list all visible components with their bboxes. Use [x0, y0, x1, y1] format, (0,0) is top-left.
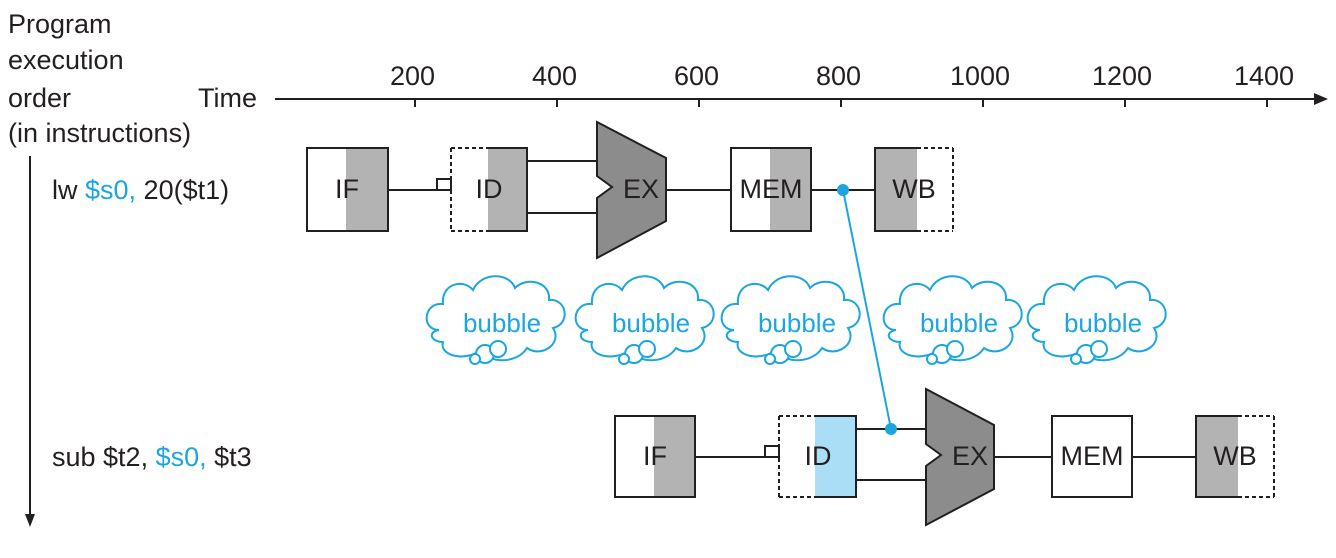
- sub-wb-label: WB: [1213, 441, 1257, 471]
- sub-id-label: ID: [804, 441, 832, 471]
- program-order-arrow: [25, 156, 35, 527]
- lw-if-stage: [306, 147, 389, 232]
- lw-ex-alu: [596, 120, 667, 260]
- instruction-lw-args: 20($t1): [136, 175, 230, 205]
- sub-ex-alu: [925, 387, 995, 527]
- tick-label-1200: 1200: [1092, 61, 1153, 91]
- tick-label-800: 800: [816, 61, 862, 91]
- bubble-label-5: bubble: [1063, 308, 1143, 338]
- sub-if-stage: [614, 415, 696, 498]
- bubble-label-4: bubble: [919, 308, 999, 338]
- tick-label-1400: 1400: [1234, 61, 1295, 91]
- lw-id-label: ID: [475, 174, 503, 204]
- sub-mem-stage: [1051, 415, 1133, 498]
- lw-wb-label: WB: [892, 174, 936, 204]
- instruction-lw-op: lw: [52, 175, 85, 205]
- tick-label-1000: 1000: [950, 61, 1011, 91]
- sub-pipeline: [614, 387, 1275, 527]
- lw-id-stage: [436, 147, 528, 232]
- forward-dest-dot: [885, 423, 897, 435]
- instruction-sub-op: sub $t2,: [52, 442, 156, 472]
- y-axis-label-4: (in instructions): [8, 118, 192, 148]
- instruction-sub-args: $t3: [206, 442, 252, 472]
- y-axis-label-2: execution: [8, 45, 124, 75]
- instruction-lw: lw $s0, 20($t1): [52, 172, 229, 208]
- instruction-lw-reg: $s0,: [85, 175, 137, 205]
- sub-id-stage: [764, 415, 857, 498]
- bubble-label-2: bubble: [611, 308, 691, 338]
- bubble-label-1: bubble: [462, 308, 542, 338]
- lw-wb-stage: [874, 147, 954, 232]
- forwarding-path: [837, 184, 897, 435]
- tick-label-400: 400: [532, 61, 578, 91]
- lw-ex-label: EX: [622, 174, 660, 204]
- forward-source-dot: [837, 184, 849, 196]
- lw-pipeline: [306, 120, 954, 260]
- y-axis-label-3: order: [8, 83, 72, 113]
- time-axis: [275, 93, 1328, 107]
- y-axis-label-1: Program: [8, 9, 112, 39]
- sub-ex-label: EX: [951, 441, 989, 471]
- instruction-sub: sub $t2, $s0, $t3: [52, 439, 252, 475]
- sub-wb-stage: [1195, 415, 1275, 498]
- lw-mem-stage: [730, 147, 812, 232]
- instruction-sub-reg: $s0,: [155, 442, 207, 472]
- lw-mem-label: MEM: [739, 174, 803, 204]
- sub-mem-label: MEM: [1060, 441, 1124, 471]
- tick-label-600: 600: [674, 61, 720, 91]
- bubble-label-3: bubble: [757, 308, 837, 338]
- sub-if-label: IF: [643, 441, 667, 471]
- tick-label-200: 200: [390, 61, 436, 91]
- lw-if-label: IF: [335, 174, 359, 204]
- time-label: Time: [198, 83, 257, 113]
